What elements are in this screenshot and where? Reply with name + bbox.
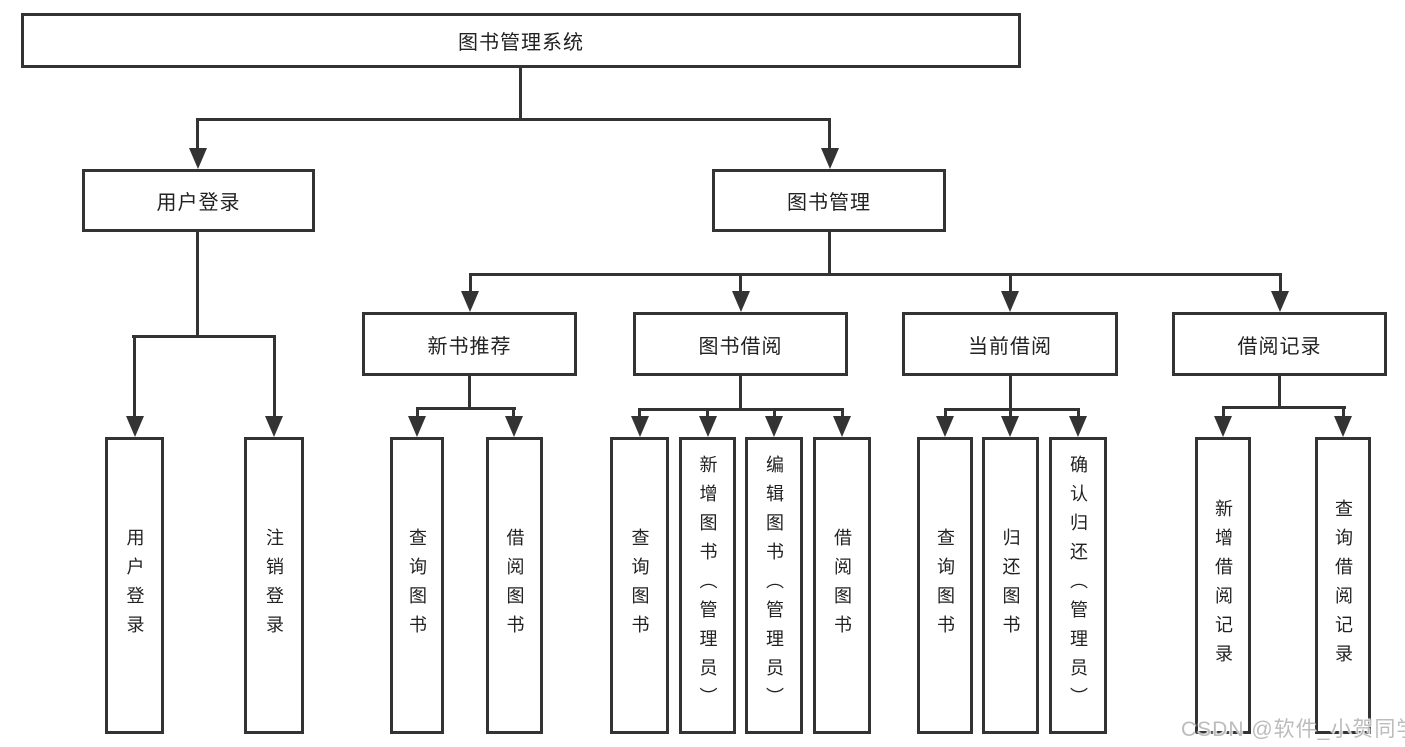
connector-user-login-splitter [132,335,276,338]
connector-book-management-trunk [827,232,831,273]
leaf-query-borrow-record: 查询借阅记录 [1315,437,1371,734]
leaf-user-login: 用户登录 [105,437,164,734]
connector-stem [638,408,641,417]
leaf-edit-books-admin: 编辑图书（管理员） [745,437,803,734]
connector-splitter [415,407,516,410]
connector-stem [772,408,776,417]
connector-splitter [1221,406,1346,409]
arrowhead [1271,291,1289,312]
connector-level1-splitter [196,118,831,121]
leaf-borrowing-borrow-books: 借阅图书 [813,437,871,734]
arrowhead [1334,416,1352,437]
connector-splitter [943,408,1080,411]
node-label: 注销登录 [264,527,284,644]
connector-trunk [468,376,471,408]
node-label: 查询图书 [407,527,427,644]
node-label: 确认归还（管理员） [1068,455,1088,716]
connector-stem [512,407,515,417]
arrowhead [461,291,479,312]
node-new-book-recommend: 新书推荐 [362,312,577,376]
leaf-logout: 注销登录 [244,437,304,734]
connector-stem [196,118,199,150]
connector-stem [272,335,276,417]
arrowhead [1214,416,1232,437]
connector-stem [1008,273,1012,292]
arrowhead [408,416,426,437]
node-label: 编辑图书（管理员） [764,455,784,716]
leaf-recommend-borrow-books: 借阅图书 [486,437,543,734]
connector-user-login-trunk [196,232,199,335]
leaf-return-books: 归还图书 [982,437,1039,734]
node-label: 当前借阅 [968,335,1052,358]
connector-stem [739,273,742,292]
arrowhead [265,416,283,437]
node-borrowing-records: 借阅记录 [1172,312,1387,376]
node-book-management: 图书管理 [712,169,946,232]
connector-stem [706,408,709,417]
leaf-add-books-admin: 新增图书（管理员） [679,437,736,734]
connector-stem [840,408,844,417]
leaf-borrowing-query-books: 查询图书 [610,437,669,734]
node-label: 查询借阅记录 [1333,498,1353,673]
node-label: 查询图书 [935,527,955,644]
arrowhead [630,416,649,437]
node-label: 借阅记录 [1237,335,1322,358]
node-label: 用户登录 [124,527,145,644]
arrowhead [1001,291,1019,312]
connector-splitter [638,408,844,411]
node-label: 新增借阅记录 [1213,498,1233,673]
arrowhead [765,416,783,437]
node-current-borrowing: 当前借阅 [902,312,1118,376]
node-label: 图书管理 [787,192,871,214]
connector-stem [415,407,419,417]
arrowhead [504,416,523,437]
connector-stem [468,273,472,292]
connector-trunk [739,376,742,409]
arrowhead [1069,416,1087,437]
arrowhead [731,291,750,312]
node-label: 用户登录 [156,192,241,214]
leaf-recommend-query-books: 查询图书 [390,437,444,734]
connector-stem [943,408,947,417]
connector-stem [828,118,831,150]
connector-level3-splitter [468,273,1282,276]
node-label: 图书管理系统 [458,32,584,54]
node-label: 新书推荐 [427,335,512,358]
connector-stem [1341,406,1345,417]
arrowhead [936,416,954,437]
arrowhead [820,148,839,169]
arrowhead [1001,416,1019,437]
node-label: 图书借阅 [698,335,783,358]
node-library-management-system: 图书管理系统 [21,13,1021,68]
node-label: 归还图书 [1000,527,1021,644]
connector-stem [1008,408,1012,417]
connector-trunk [1278,376,1281,407]
connector-stem [1221,406,1225,417]
connector-stem [1076,408,1080,417]
arrowhead [698,416,717,437]
node-label: 借阅图书 [504,527,525,644]
connector-root-trunk [519,68,522,118]
node-book-borrowing: 图书借阅 [633,312,848,376]
node-label: 查询图书 [629,527,650,644]
connector-stem [1278,273,1282,292]
csdn-watermark: CSDN @软件_小贺同学 [1181,718,1405,741]
leaf-add-borrow-record: 新增借阅记录 [1195,437,1251,734]
arrowhead [125,416,144,437]
leaf-confirm-return-admin: 确认归还（管理员） [1049,437,1107,734]
arrowhead [188,148,207,169]
connector-trunk [1008,376,1012,409]
connector-stem [133,335,136,417]
node-label: 新增图书（管理员） [697,455,718,716]
node-user-login-branch: 用户登录 [82,169,315,232]
node-label: 借阅图书 [832,527,852,644]
arrowhead [833,416,851,437]
leaf-current-query-books: 查询图书 [917,437,973,734]
